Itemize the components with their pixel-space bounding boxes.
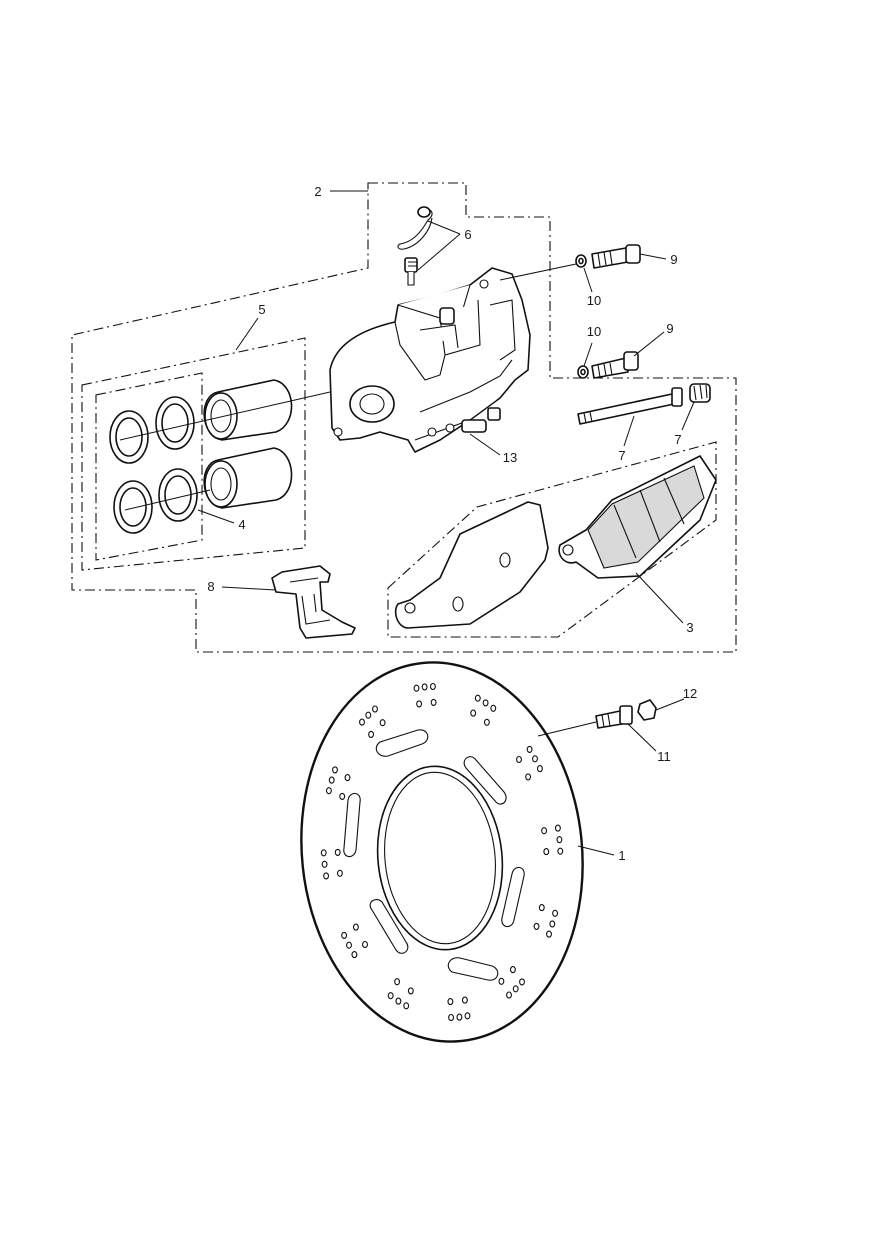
drill-hole bbox=[456, 1013, 463, 1021]
drill-hole bbox=[421, 683, 428, 691]
callout-c8: 8 bbox=[207, 579, 214, 594]
drill-hole bbox=[325, 787, 332, 795]
drill-hole bbox=[557, 847, 564, 855]
piston-lower bbox=[203, 447, 293, 509]
drill-hole bbox=[336, 869, 343, 877]
drill-hole bbox=[512, 985, 519, 993]
drill-hole bbox=[461, 996, 468, 1004]
drill-hole bbox=[379, 719, 386, 727]
drill-hole bbox=[509, 966, 516, 974]
drill-hole bbox=[351, 951, 358, 959]
drill-hole bbox=[352, 923, 359, 931]
caliper-body-part bbox=[329, 267, 531, 453]
callout-c7a: 7 bbox=[618, 448, 625, 463]
drill-hole bbox=[328, 776, 335, 784]
drill-hole bbox=[394, 978, 401, 986]
callout-c9a: 9 bbox=[670, 252, 677, 267]
drill-hole bbox=[341, 931, 348, 939]
drill-hole bbox=[552, 909, 559, 917]
drill-hole bbox=[549, 920, 556, 928]
drill-hole bbox=[320, 849, 327, 857]
brake-pad-outer bbox=[394, 501, 549, 629]
mounting-bolt-lower bbox=[577, 351, 639, 379]
callout-c10b: 10 bbox=[587, 324, 601, 339]
drill-hole bbox=[543, 848, 550, 856]
drill-hole bbox=[498, 977, 505, 985]
drill-hole bbox=[359, 718, 365, 726]
callout-c13: 13 bbox=[503, 450, 517, 465]
disc-drill-holes bbox=[320, 682, 564, 1022]
group-outlines bbox=[71, 182, 737, 653]
group-outline-piston-kit bbox=[81, 337, 306, 571]
drill-hole bbox=[526, 745, 533, 753]
callout-c5: 5 bbox=[258, 302, 265, 317]
drill-hole bbox=[546, 930, 552, 938]
drill-hole bbox=[556, 836, 563, 844]
drill-hole bbox=[554, 824, 561, 832]
drill-hole bbox=[430, 698, 437, 706]
pad-spring-part bbox=[271, 565, 356, 639]
drill-hole bbox=[490, 704, 497, 712]
drill-hole bbox=[429, 682, 436, 691]
drill-hole bbox=[448, 1013, 455, 1022]
drill-hole bbox=[362, 940, 368, 949]
drill-hole bbox=[372, 705, 378, 713]
drill-hole bbox=[407, 987, 414, 995]
drill-hole bbox=[506, 991, 512, 999]
callout-c6: 6 bbox=[464, 227, 471, 242]
drill-hole bbox=[536, 765, 543, 773]
drill-hole bbox=[368, 730, 375, 738]
bleed-nipple-part bbox=[397, 206, 433, 286]
callout-c2: 2 bbox=[314, 184, 321, 199]
drill-hole bbox=[323, 872, 330, 880]
drill-hole bbox=[470, 709, 477, 717]
brake-disc-part bbox=[300, 661, 584, 1043]
drill-hole bbox=[365, 711, 372, 719]
drill-hole bbox=[533, 922, 540, 930]
drill-hole bbox=[474, 694, 481, 702]
drill-hole bbox=[416, 700, 423, 708]
drill-hole bbox=[538, 904, 545, 912]
callout-c9b: 9 bbox=[666, 321, 673, 336]
group-outline-pad-set bbox=[387, 441, 717, 638]
drill-hole bbox=[519, 978, 525, 986]
drill-hole bbox=[516, 755, 522, 764]
leader-lines bbox=[197, 190, 695, 856]
drill-hole bbox=[482, 699, 489, 707]
drill-hole bbox=[344, 774, 351, 782]
pad-pin-part bbox=[577, 383, 711, 425]
brake-pad-inner bbox=[558, 455, 717, 579]
drill-hole bbox=[447, 998, 454, 1006]
drill-hole bbox=[525, 773, 532, 781]
callout-c7b: 7 bbox=[674, 432, 681, 447]
drill-hole bbox=[346, 941, 352, 949]
drill-hole bbox=[332, 766, 338, 774]
callout-c10a: 10 bbox=[587, 293, 601, 308]
drill-hole bbox=[413, 684, 420, 692]
drill-hole bbox=[334, 848, 341, 856]
drill-hole bbox=[403, 1002, 410, 1010]
piston-seals bbox=[109, 391, 331, 534]
drill-hole bbox=[532, 755, 538, 763]
drill-hole bbox=[395, 997, 402, 1005]
drill-hole bbox=[321, 860, 328, 868]
callout-c11: 11 bbox=[657, 749, 671, 764]
callout-c12: 12 bbox=[683, 686, 697, 701]
group-outline-seal-kit bbox=[95, 372, 203, 561]
drill-hole bbox=[387, 992, 394, 1000]
callout-c3: 3 bbox=[686, 620, 693, 635]
drill-hole bbox=[483, 718, 490, 726]
drill-hole bbox=[339, 792, 346, 800]
callout-c1: 1 bbox=[618, 848, 625, 863]
mounting-bolt-upper bbox=[575, 244, 641, 269]
drill-hole bbox=[541, 827, 548, 835]
disc-bolt-part bbox=[595, 699, 657, 729]
piston-upper bbox=[203, 379, 293, 441]
drill-hole bbox=[464, 1012, 471, 1020]
callout-c4: 4 bbox=[238, 517, 245, 532]
